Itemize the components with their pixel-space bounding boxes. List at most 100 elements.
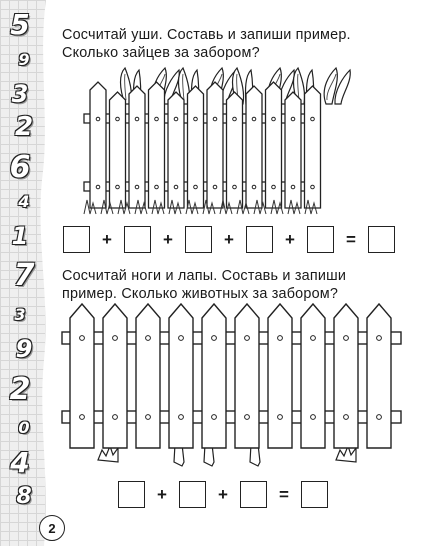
task-1-line-1: Сосчитай уши. Составь и запиши пример. — [62, 27, 351, 43]
plank-nail — [212, 116, 218, 122]
grass-tuft — [185, 199, 199, 215]
plank-nail — [271, 116, 276, 122]
plank-nail — [134, 184, 140, 190]
grass-tuft — [253, 199, 267, 215]
fence-plank — [264, 81, 283, 209]
task-2-answer-row: ++= — [118, 481, 328, 508]
side-digit: 8 — [16, 484, 32, 509]
fence-plank — [333, 302, 359, 449]
bird-foot — [97, 444, 119, 463]
side-digit: 4 — [18, 192, 30, 211]
operator-sign: + — [285, 229, 295, 249]
grass-tuft — [168, 199, 182, 215]
plank-nail — [232, 116, 237, 122]
operator-sign: + — [218, 484, 228, 504]
side-digit: 9 — [18, 50, 30, 69]
fence-plank — [102, 302, 128, 449]
plank-nail — [310, 414, 316, 420]
grass-tuft — [270, 199, 284, 215]
fence-plank — [284, 91, 302, 209]
plank-nail — [277, 335, 283, 341]
plank-nail — [112, 335, 118, 341]
fence-plank — [167, 91, 185, 209]
plank-nail — [79, 414, 85, 420]
answer-box[interactable] — [63, 226, 90, 253]
plank-nail — [290, 184, 296, 190]
plank-nail — [145, 335, 151, 341]
task-1-line-2: Сколько зайцев за забором? — [62, 45, 260, 61]
fence-plank — [201, 302, 227, 449]
fence-plank — [108, 91, 127, 209]
operator-sign: + — [224, 229, 234, 249]
plank-nail — [178, 414, 184, 420]
side-digit: 3 — [11, 80, 29, 108]
fence-plank — [267, 302, 293, 449]
plank-nail — [376, 414, 382, 420]
plank-nail — [232, 184, 237, 190]
bird-foot — [335, 444, 357, 463]
side-digit: 5 — [10, 8, 30, 41]
side-digit: 1 — [11, 222, 29, 250]
answer-box[interactable] — [307, 226, 334, 253]
plank-nail — [178, 335, 184, 341]
fence-plank — [303, 85, 322, 209]
ear-line — [124, 73, 127, 101]
plank-nail — [95, 116, 101, 122]
answer-box[interactable] — [118, 481, 145, 508]
grass-tuft — [219, 199, 233, 215]
plank-nail — [145, 414, 151, 420]
plank-nail — [271, 184, 276, 190]
side-digit: 7 — [13, 258, 35, 293]
fence-plank — [147, 81, 166, 209]
side-digit: 2 — [14, 112, 34, 142]
side-digit: 4 — [10, 446, 30, 479]
plank-nail — [115, 184, 120, 190]
fence-plank — [69, 302, 95, 449]
plank-nail — [251, 116, 257, 122]
answer-box[interactable] — [179, 481, 206, 508]
answer-box[interactable] — [124, 226, 151, 253]
side-digit: 6 — [9, 150, 31, 185]
fence-plank — [168, 302, 194, 449]
fence-plank — [225, 91, 244, 209]
answer-box[interactable] — [301, 481, 328, 508]
answer-box[interactable] — [246, 226, 273, 253]
grass-tuft — [151, 199, 165, 215]
task-2-line-1: Сосчитай ноги и лапы. Составь и запиши — [62, 268, 347, 284]
grass-tuft — [100, 199, 114, 215]
plank-nail — [173, 116, 179, 122]
fence-plank — [186, 85, 205, 209]
operator-sign: + — [102, 229, 112, 249]
plank-nail — [277, 414, 283, 420]
fence-plank — [206, 81, 224, 209]
plank-nail — [244, 414, 250, 420]
task-2-line-2: пример. Сколько животных за забором? — [62, 286, 339, 302]
fence-plank — [128, 85, 146, 209]
fence-plank — [300, 302, 326, 449]
answer-box[interactable] — [240, 481, 267, 508]
plank-nail — [343, 335, 349, 341]
side-digit: 2 — [9, 372, 31, 407]
task-1-instructions: Сосчитай уши. Составь и запиши пример. С… — [62, 26, 351, 62]
plank-nail — [154, 116, 159, 122]
ear-line — [182, 73, 185, 101]
plank-nail — [134, 116, 140, 122]
grass-tuft — [83, 199, 97, 215]
plank-nail — [95, 184, 101, 190]
answer-box[interactable] — [185, 226, 212, 253]
plank-nail — [244, 335, 250, 341]
plank-nail — [193, 184, 198, 190]
decorative-number-strip — [0, 0, 46, 546]
plank-nail — [211, 414, 217, 420]
grass-tuft — [117, 199, 131, 215]
plank-nail — [376, 335, 382, 341]
fence-plank — [245, 85, 263, 209]
operator-sign: = — [346, 229, 356, 249]
rabbit-ear — [334, 68, 351, 105]
plank-nail — [251, 184, 257, 190]
answer-box[interactable] — [368, 226, 395, 253]
side-digit: 3 — [14, 305, 26, 324]
plank-nail — [310, 335, 316, 341]
